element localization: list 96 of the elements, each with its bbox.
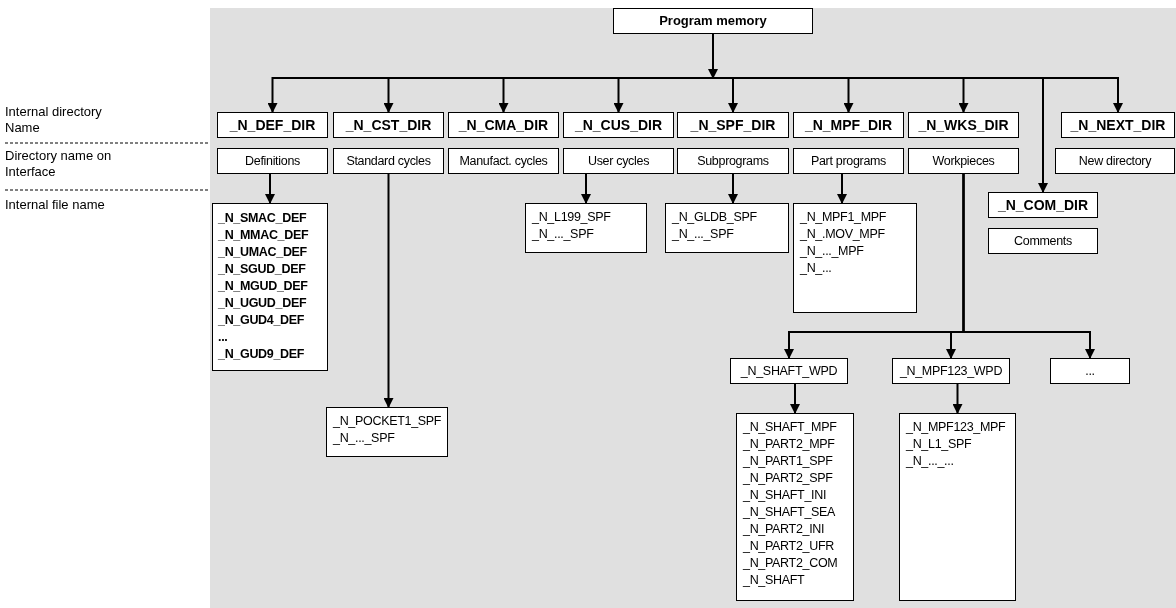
file-name: _N_SHAFT_SEA [743,504,836,521]
file-name: _N_... [800,260,832,277]
file-name: _N_NEXT_DIR [1070,115,1166,135]
file-name: _N_UGUD_DEF [218,295,307,312]
arrow [962,173,1095,359]
arrow [790,383,800,414]
directory-box [730,358,848,384]
directory-box [892,358,1010,384]
arrow [952,383,963,414]
file-list-box [212,203,328,371]
arrow [581,173,591,204]
directory-box [448,112,559,138]
file-name: _N_PART1_SPF [743,453,833,470]
file-name: _N_PART2_MPF [743,436,835,453]
file-name: _N_PART2_SPF [743,470,833,487]
directory-box [333,112,444,138]
file-name: User cycles [587,152,650,170]
file-name: Manufact. cycles [459,152,548,170]
directory-box [1061,112,1175,138]
file-name: _N_SHAFT_INI [743,487,827,504]
directory-box [677,148,789,174]
file-name: _N_PART2_INI [743,521,825,538]
file-name: _N_WKS_DIR [918,115,1009,135]
file-name: _N_MPF1_MPF [800,209,887,226]
file-list-box [899,413,1016,601]
file-name: _N_CMA_DIR [458,115,549,135]
file-name: _N_MPF_DIR [804,115,893,135]
file-name: _N_..._SPF [532,226,594,243]
file-name: _N_UMAC_DEF [218,244,307,261]
file-name: _N_PART2_UFR [743,538,834,555]
file-name: _N_SPF_DIR [690,115,776,135]
file-name: _N_GLDB_SPF [672,209,757,226]
file-list-box [793,203,917,313]
file-name: Program memory [659,12,767,31]
file-name: _N_..._... [906,453,954,470]
file-name: Subprograms [697,152,769,170]
directory-box [908,112,1019,138]
file-name: Standard cycles [346,152,431,170]
directory-box [908,148,1019,174]
file-name: _N_CST_DIR [345,115,432,135]
directory-box [448,148,559,174]
file-name: _N_SHAFT [743,572,805,589]
file-list-box [736,413,854,601]
file-name: _N_MMAC_DEF [218,227,309,244]
file-name: _N_..._SPF [333,430,395,447]
file-name: _N_SGUD_DEF [218,261,306,278]
arrow [613,77,714,113]
file-name: ... [1085,362,1095,380]
file-name: ... [218,329,228,346]
file-name: _N_SHAFT_WPD [740,362,838,380]
file-name: _N_.MOV_MPF [800,226,885,243]
file-name: _N_..._MPF [800,243,864,260]
file-name: _N_GUD9_DEF [218,346,305,363]
directory-box [1050,358,1130,384]
file-name: _N_MPF123_MPF [906,419,1006,436]
file-name: Comments [1014,232,1072,250]
directory-box [217,148,328,174]
file-name: _N_POCKET1_SPF [333,413,442,430]
file-name: _N_DEF_DIR [229,115,316,135]
directory-box [988,228,1098,254]
file-name: _N_SMAC_DEF [218,210,307,227]
root-box [613,8,813,34]
directory-box [217,112,328,138]
file-name: New directory [1078,152,1152,170]
file-list-box [326,407,448,457]
directory-box [793,148,904,174]
file-name: _N_MPF123_WPD [899,362,1003,380]
arrow [708,33,718,79]
arrow [728,173,738,204]
file-name: Part programs [810,152,887,170]
file-name: _N_PART2_COM [743,555,838,572]
directory-box [563,148,674,174]
file-name: _N_L199_SPF [532,209,611,226]
arrow [383,173,394,408]
file-list-box [665,203,789,253]
file-name: _N_SHAFT_MPF [743,419,837,436]
file-name: _N_..._SPF [672,226,734,243]
file-name: _N_MGUD_DEF [218,278,308,295]
row-label: Internal directory Name [5,104,103,136]
file-name: _N_CUS_DIR [574,115,663,135]
file-name: _N_COM_DIR [997,195,1089,215]
file-name: Workpieces [932,152,995,170]
directory-box [793,112,904,138]
arrow [265,173,275,204]
file-name: _N_GUD4_DEF [218,312,305,329]
directory-box [988,192,1098,218]
directory-box [677,112,789,138]
directory-box [1055,148,1175,174]
directory-box [333,148,444,174]
file-name: Definitions [245,152,300,170]
file-list-box [525,203,647,253]
arrow [837,173,847,204]
directory-box [563,112,674,138]
file-name: _N_L1_SPF [906,436,972,453]
row-label: Directory name on Interface [5,148,113,180]
row-label: Internal file name [5,197,106,213]
